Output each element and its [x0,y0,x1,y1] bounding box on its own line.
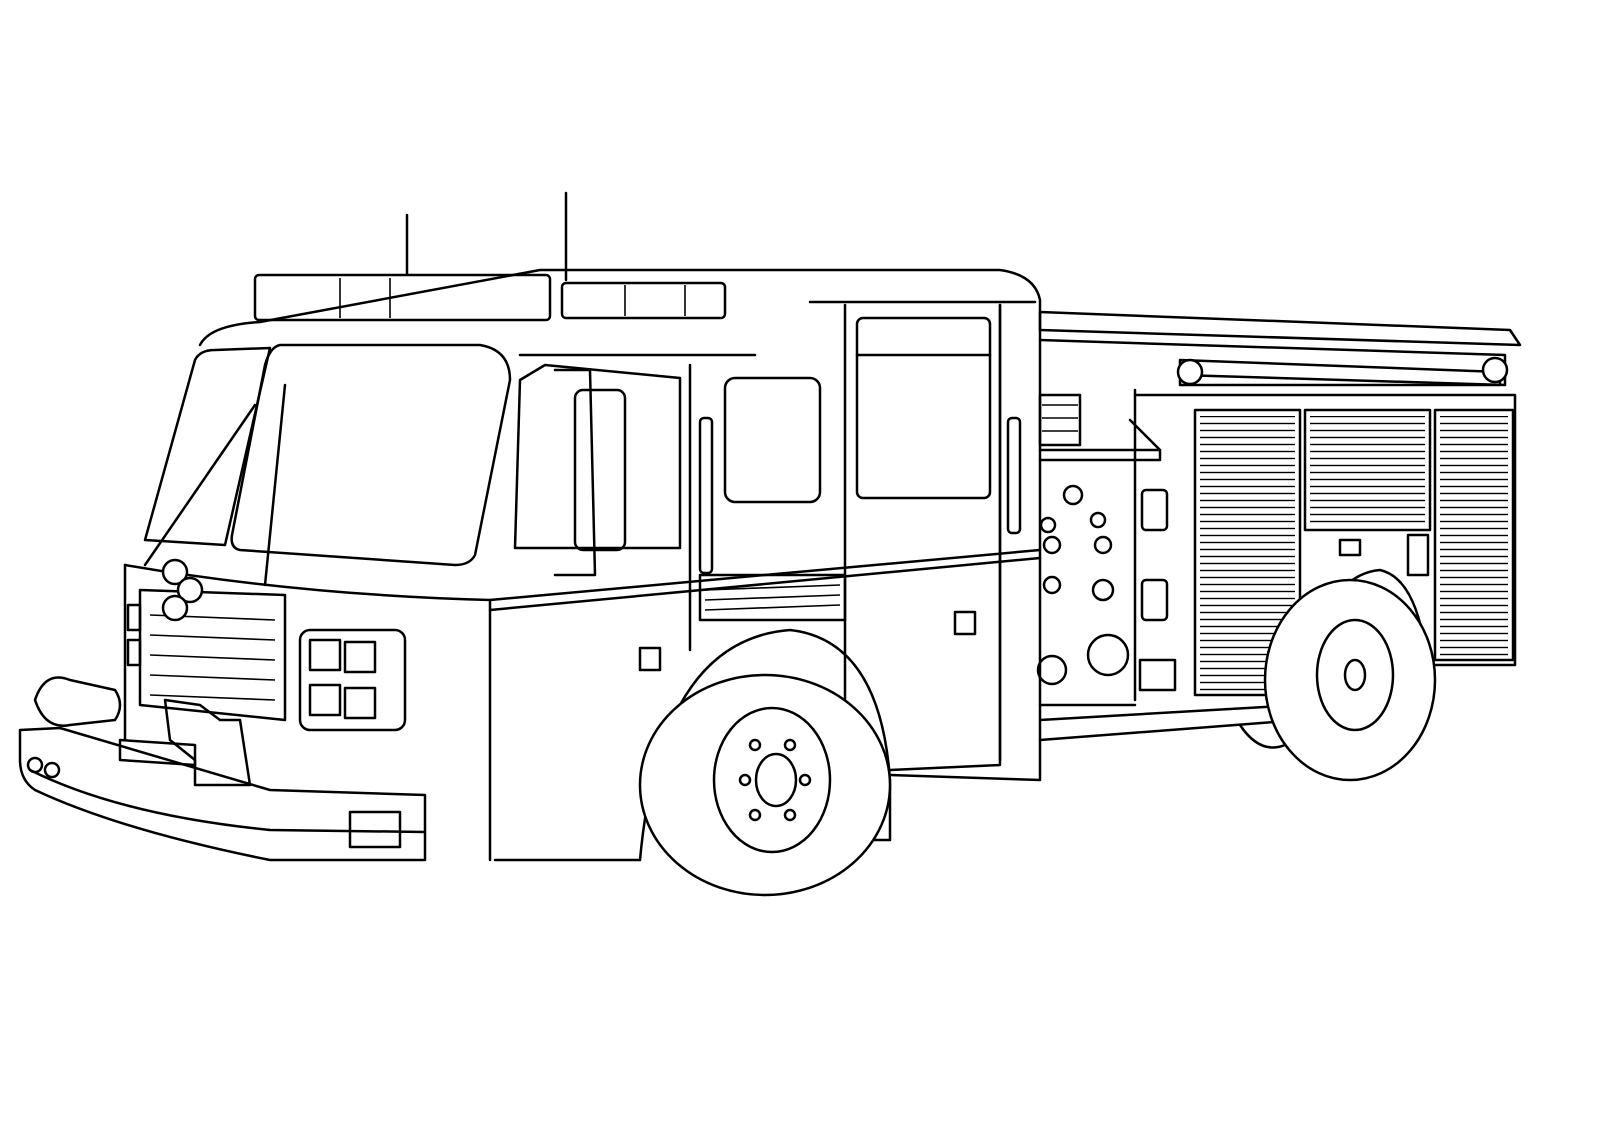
front-grille [123,558,492,742]
rear-compartments [1133,393,1517,697]
ladder [1038,310,1522,387]
pump-panel [1036,388,1302,742]
wipers-and-mirror [143,368,627,587]
rear-wheel [1238,578,1437,782]
front-wheel [638,673,892,897]
cab-body [198,268,1042,862]
light-bar [253,273,727,322]
front-bumper [18,676,427,862]
door-handles [638,416,1022,672]
windows [143,316,992,567]
antennas [405,191,568,282]
